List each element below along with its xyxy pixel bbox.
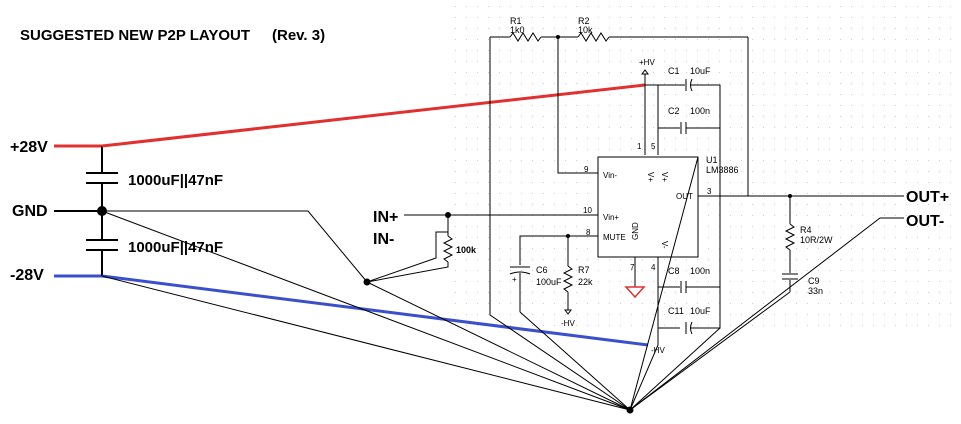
pin-10-number: 10 [583, 206, 592, 215]
out-minus-wire [629, 217, 904, 411]
pin-3-number: 3 [707, 187, 712, 196]
revision-text: (Rev. 3) [272, 27, 325, 44]
capacitor-c6 [509, 271, 531, 275]
resistor-r1 [509, 32, 542, 42]
capacitor-c1 [690, 78, 693, 92]
u1-value: LM3886 [706, 165, 739, 175]
c9-value: 33n [808, 286, 823, 296]
svg-text:+: + [512, 275, 517, 284]
resistor-r4 [784, 223, 796, 251]
c2-value: 100n [690, 106, 710, 116]
in-plus-label: IN+ [373, 209, 398, 226]
mute-wire [519, 235, 598, 265]
rail-positive-label: +28V [10, 139, 48, 156]
resistor-r7 [562, 265, 574, 293]
c11-value: 10uF [690, 306, 711, 316]
pin-vplus-a: V+ [646, 172, 655, 182]
c1-value: 10uF [690, 66, 711, 76]
pin-mute: MUTE [603, 233, 626, 242]
pin-8-number: 8 [586, 228, 591, 237]
pin-out: OUT [676, 192, 693, 201]
c1-ref: C1 [668, 66, 680, 76]
pin-vin-minus: Vin- [603, 171, 617, 180]
supply-cap-bottom [86, 211, 118, 276]
r2-value: 10k [578, 25, 593, 35]
resistor-100k-label: 100k [456, 245, 477, 255]
capacitor-c11 [690, 321, 693, 335]
resistor-r2 [577, 32, 610, 42]
gnd-star-wire-1 [101, 210, 631, 411]
r7-value: 22k [578, 277, 593, 287]
r4-value: 10R/2W [800, 235, 833, 245]
background-grid [455, 6, 951, 326]
u1-ref: U1 [706, 155, 718, 165]
out-minus-label: OUT- [906, 213, 944, 230]
hv-pos-label: +HV [639, 58, 655, 67]
gnd-to-input-wire [102, 210, 368, 283]
in-minus-loop-wire [366, 231, 448, 283]
c8-value: 100n [690, 266, 710, 276]
pin-vin-plus: Vin+ [603, 213, 619, 222]
c9-ref: C9 [808, 276, 820, 286]
c6-value: 100uF [536, 277, 562, 287]
c6-ref: C6 [536, 265, 548, 275]
c2-ref: C2 [668, 106, 680, 116]
rail-gnd-label: GND [12, 203, 48, 220]
star-ground-point [626, 406, 634, 414]
hv-neg-r7-label: -HV [561, 319, 575, 328]
positive-supply-wire [101, 83, 646, 148]
r7-ref: R7 [578, 265, 590, 275]
pin-9-number: 9 [584, 165, 589, 174]
supply-cap-top [86, 146, 118, 211]
r1-ref: R1 [510, 16, 522, 26]
r2-ref: R2 [578, 16, 590, 26]
feedback-gnd-wire [489, 37, 631, 411]
r1-value: 1k0 [510, 25, 525, 35]
ic-u1-body [597, 156, 699, 258]
pin-4-number: 4 [651, 263, 656, 272]
pin-vminus: V- [660, 241, 669, 249]
gnd-star-wire-3 [366, 281, 631, 411]
r4-ref: R4 [800, 225, 812, 235]
cap-top-label: 1000uF||47nF [128, 172, 223, 189]
rail-negative-label: -28V [10, 267, 44, 284]
gnd-star-wire-2 [101, 275, 631, 411]
pin-gnd: GND [631, 222, 640, 240]
negative-supply-wire [101, 274, 649, 347]
c11-ref: C11 [668, 306, 684, 316]
in-minus-label: IN- [373, 231, 394, 248]
c8-ref: C8 [668, 266, 680, 276]
resistor-100k [442, 235, 454, 263]
pin-7-number: 7 [630, 263, 635, 272]
title-text: SUGGESTED NEW P2P LAYOUT [20, 27, 250, 44]
out-plus-label: OUT+ [906, 189, 949, 206]
pin-1-number: 1 [637, 142, 642, 151]
pin-vplus-b: V+ [660, 172, 669, 182]
cap-bottom-label: 1000uF||47nF [128, 239, 223, 256]
pin-5-number: 5 [651, 142, 656, 151]
ground-symbol [624, 286, 646, 299]
vin-minus-wire [557, 37, 598, 174]
hv-neg-c11-label: -HV [651, 346, 665, 355]
